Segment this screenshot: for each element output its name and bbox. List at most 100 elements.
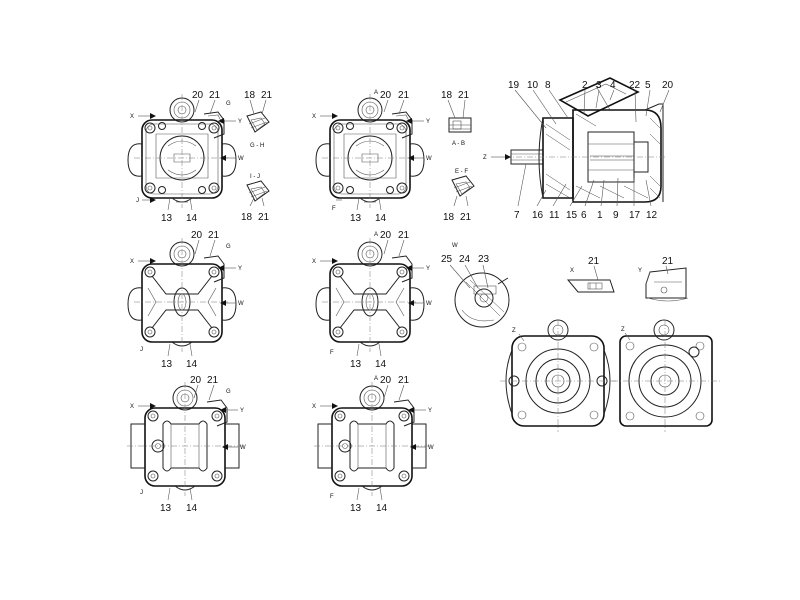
view-label-w: W	[240, 445, 246, 451]
detail-x: X 21	[566, 256, 615, 293]
detail-label: Z	[512, 328, 516, 334]
section-top-callout-3: 3	[596, 80, 602, 91]
callout-20: 20	[380, 230, 392, 241]
callout-14: 14	[376, 503, 388, 514]
detail-callout-21: 21	[258, 212, 270, 223]
detail-g-h: 18 21 G - H	[244, 90, 273, 149]
callout-21: 21	[209, 90, 221, 101]
detail-label: A - B	[452, 141, 465, 147]
detail-callout-18: 18	[241, 212, 253, 223]
pump-view-2: 20 21 13 14 X Y W A F	[312, 90, 432, 224]
detail-label: I - J	[250, 174, 260, 180]
section-top-callout-2: 2	[582, 80, 588, 91]
callout-20: 20	[192, 90, 204, 101]
view-label-y: Y	[428, 408, 432, 414]
section-bottom-callout-9: 9	[613, 210, 619, 221]
detail-label: G - H	[250, 143, 264, 149]
view-label-j: J	[140, 490, 143, 496]
view-label-x: X	[130, 114, 134, 120]
callout-13: 13	[350, 359, 362, 370]
callout-20: 20	[380, 375, 392, 386]
view-label-y: Y	[238, 119, 242, 125]
callout-20: 20	[380, 90, 392, 101]
detail-callout-18: 18	[441, 90, 453, 101]
callout-21: 21	[208, 230, 220, 241]
detail-i-j: I - J 18 21	[241, 174, 270, 223]
detail-callout-18: 18	[244, 90, 256, 101]
pump-view-4: 20 21 13 14 X Y W A F	[312, 230, 432, 370]
section-label-z: Z	[483, 155, 487, 161]
view-label-x: X	[130, 404, 134, 410]
view-label-y: Y	[426, 119, 430, 125]
callout-13: 13	[161, 359, 173, 370]
view-label-f: F	[330, 350, 334, 356]
detail-w: W 25 24 23	[441, 243, 510, 328]
section-bottom-callout-17: 17	[629, 210, 641, 221]
section-bottom-callout-15: 15	[566, 210, 578, 221]
callout-21: 21	[398, 230, 410, 241]
detail-callout-21: 21	[588, 256, 600, 267]
callout-14: 14	[186, 359, 198, 370]
view-label-a: A	[374, 232, 378, 238]
section-top-callout-4: 4	[610, 80, 616, 91]
callout-21: 21	[398, 90, 410, 101]
detail-callout-21: 21	[662, 256, 674, 267]
detail-label: X	[570, 268, 574, 274]
callout-14: 14	[186, 503, 198, 514]
section-top-callout-22: 22	[629, 80, 641, 91]
pump-view-1: 20 21 13 14 X Y W G J	[127, 90, 244, 224]
detail-a-b: 18 21 A - B	[441, 90, 472, 147]
section-top-callout-19: 19	[508, 80, 520, 91]
view-label-y: Y	[240, 408, 244, 414]
view-label-x: X	[312, 404, 316, 410]
detail-callout-25: 25	[441, 254, 453, 265]
section-bottom-callout-11: 11	[549, 210, 560, 221]
detail-callout-21: 21	[460, 212, 472, 223]
view-label-y: Y	[238, 266, 242, 272]
detail-callout-24: 24	[459, 254, 471, 265]
callout-13: 13	[160, 503, 172, 514]
section-bottom-callout-6: 6	[581, 210, 587, 221]
detail-y: Y 21	[638, 256, 689, 302]
pump-view-6: 20 21 13 14 X Y W A F	[312, 375, 434, 514]
callout-20: 20	[191, 230, 203, 241]
view-label-x: X	[312, 114, 316, 120]
view-label-j: J	[140, 347, 143, 353]
z-view-2: Z	[612, 319, 722, 432]
callout-13: 13	[350, 503, 362, 514]
view-label-a: A	[374, 376, 378, 382]
callout-13: 13	[350, 213, 362, 224]
view-label-j: J	[136, 198, 139, 204]
view-label-f: F	[330, 494, 334, 500]
detail-label: E - F	[455, 169, 468, 175]
view-label-w: W	[428, 445, 434, 451]
detail-label: Z	[621, 327, 625, 333]
callout-14: 14	[186, 213, 198, 224]
callout-14: 14	[375, 213, 387, 224]
section-bottom-callout-1: 1	[597, 210, 603, 221]
view-label-f: F	[332, 206, 336, 212]
view-label-g: G	[226, 101, 231, 107]
pump-view-3: 20 21 13 14 X Y W G J	[127, 230, 244, 370]
section-bottom-callout-12: 12	[646, 210, 658, 221]
detail-label: W	[452, 243, 458, 249]
section-bottom-callout-7: 7	[514, 210, 520, 221]
callout-21: 21	[398, 375, 410, 386]
detail-callout-18: 18	[443, 212, 455, 223]
z-view-1: Z	[500, 319, 616, 432]
callout-14: 14	[375, 359, 387, 370]
detail-callout-23: 23	[478, 254, 490, 265]
view-label-y: Y	[426, 266, 430, 272]
section-top-callout-8: 8	[545, 80, 551, 91]
view-label-w: W	[426, 301, 432, 307]
detail-callout-21: 21	[261, 90, 273, 101]
view-label-g: G	[226, 389, 231, 395]
view-label-a: A	[374, 90, 378, 96]
detail-callout-21: 21	[458, 90, 470, 101]
section-top-callout-20: 20	[662, 80, 674, 91]
section-top-callout-5: 5	[645, 80, 651, 91]
view-label-g: G	[226, 244, 231, 250]
view-label-w: W	[238, 301, 244, 307]
